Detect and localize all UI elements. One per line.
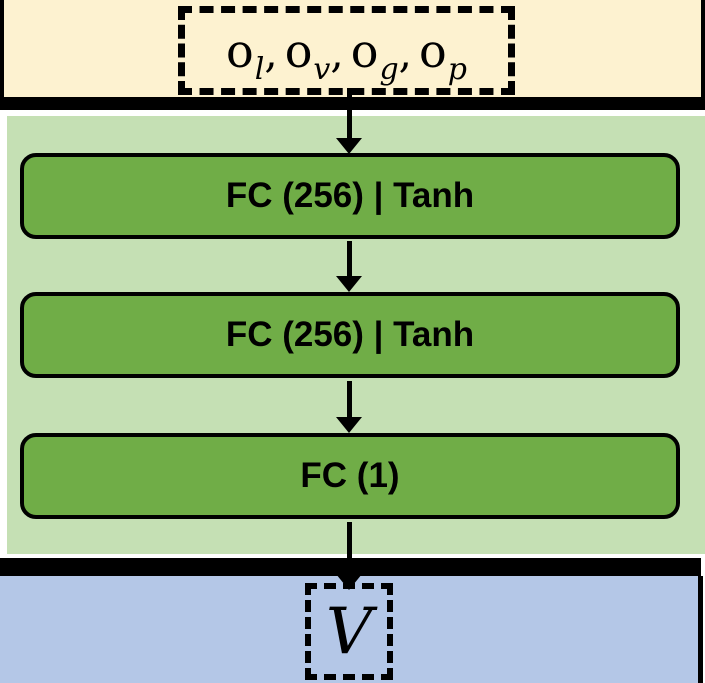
obs-subscript: p (447, 51, 467, 87)
arrow-head (336, 417, 362, 433)
comma-separator: , (330, 27, 344, 77)
arrow-head (336, 276, 362, 292)
output-value-box: V (305, 583, 393, 680)
comma-separator: , (264, 27, 278, 77)
fc-layer-2-box: FC (256) | Tanh (20, 292, 680, 378)
arrow-stem (346, 241, 352, 276)
arrow-down-icon (336, 88, 362, 154)
obs-subscript: v (313, 51, 331, 87)
obs-base: o (284, 23, 313, 78)
obs-subscript: g (379, 51, 399, 87)
input-band (0, 0, 705, 97)
output-band (0, 576, 703, 683)
input-observations-label: ol,ov,og,op (226, 27, 467, 85)
fc-layer-3-label: FC (1) (300, 456, 400, 495)
obs-base: o (419, 23, 447, 78)
top-divider-bar (0, 97, 705, 110)
arrow-down-icon (336, 522, 362, 590)
comma-separator: , (398, 27, 413, 77)
obs-base: o (226, 23, 254, 78)
arrow-head (336, 138, 362, 154)
fc-layer-2-label: FC (256) | Tanh (225, 315, 475, 354)
obs-subscript: l (254, 51, 265, 87)
fc-layer-1-label: FC (256) | Tanh (225, 176, 475, 215)
obs-base: o (350, 23, 379, 78)
arrow-stem (346, 381, 352, 417)
fc-layer-3-box: FC (1) (20, 433, 680, 519)
arrow-down-icon (336, 241, 362, 292)
arrow-stem (346, 522, 352, 574)
arrow-down-icon (336, 381, 362, 433)
output-value-label: V (325, 594, 373, 669)
arrow-stem (346, 88, 352, 138)
fc-layer-1-box: FC (256) | Tanh (20, 153, 680, 239)
arrow-head (336, 574, 362, 590)
input-observations-box: ol,ov,og,op (178, 6, 515, 95)
